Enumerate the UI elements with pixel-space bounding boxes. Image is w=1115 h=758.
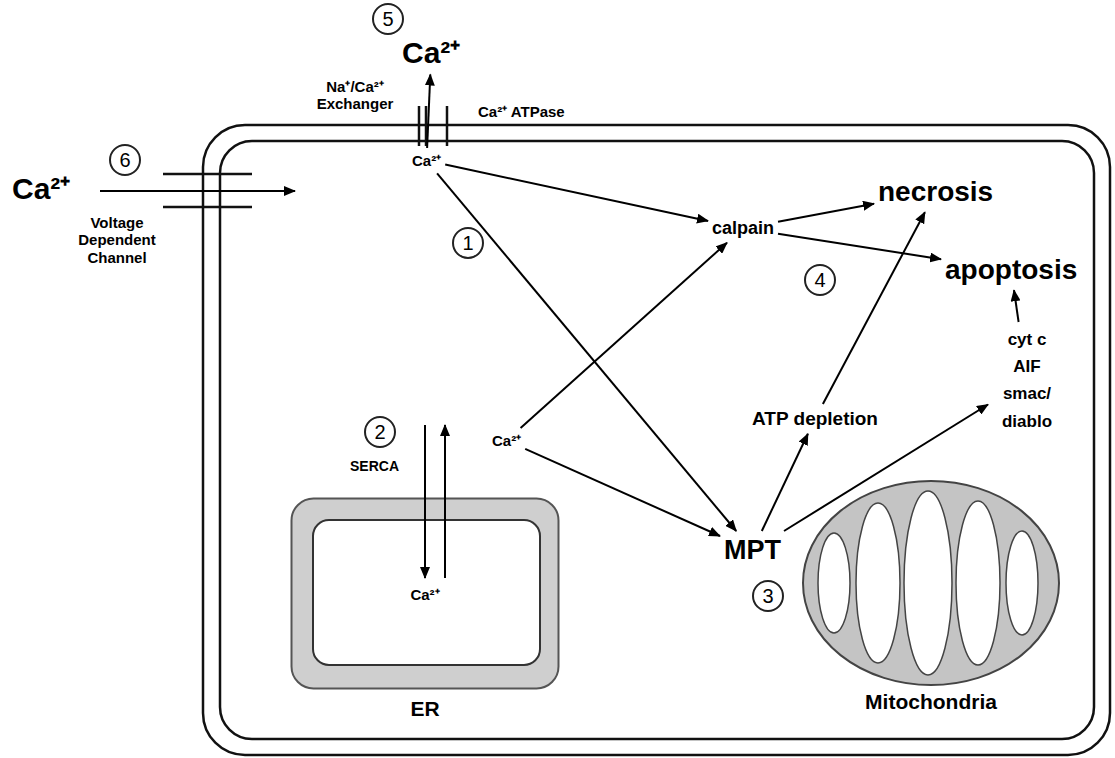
release-arrow bbox=[444, 425, 446, 578]
connector-arrow bbox=[823, 212, 925, 404]
enzyme-label: calpain bbox=[712, 218, 774, 239]
node-text: MPT bbox=[724, 535, 781, 566]
ion-label: Ca²⁺ bbox=[492, 432, 521, 449]
node-text: ER bbox=[410, 697, 439, 721]
pump-label: SERCA bbox=[350, 458, 399, 474]
node-text: calpain bbox=[712, 218, 774, 239]
connector-arrow bbox=[1014, 290, 1019, 322]
crista bbox=[904, 491, 952, 675]
channel-line bbox=[163, 206, 252, 209]
cell-inner-membrane bbox=[220, 141, 1094, 739]
node-text: Ca²⁺ bbox=[402, 36, 460, 71]
label-holder: Voltage Dependent Channel bbox=[62, 214, 172, 266]
crista bbox=[818, 533, 850, 633]
node-text: Ca²⁺ bbox=[410, 585, 439, 605]
factor-list: cyt c AIF smac/ diablo bbox=[992, 326, 1062, 435]
exchanger-line bbox=[418, 106, 421, 146]
ion-label: Ca²⁺ bbox=[402, 36, 460, 71]
process-label: MPT bbox=[724, 535, 781, 566]
crista bbox=[856, 503, 900, 663]
connector-arrow bbox=[778, 204, 874, 222]
mitochondrion: Mitochondria bbox=[800, 478, 1062, 718]
callout-number: 6 bbox=[119, 150, 130, 170]
channel-line bbox=[163, 173, 252, 176]
node-text: ATP depletion bbox=[752, 408, 878, 430]
outcome-label: apoptosis bbox=[945, 254, 1077, 286]
connector-arrow bbox=[762, 434, 808, 531]
er-lumen bbox=[313, 520, 540, 665]
node-text: Ca²⁺ bbox=[412, 152, 441, 169]
label-holder: Na⁺/Ca²⁺ Exchanger bbox=[300, 78, 410, 113]
callout-number: 2 bbox=[374, 422, 385, 442]
crista bbox=[956, 501, 1000, 665]
callout-circle: 1 bbox=[452, 227, 484, 259]
connector-arrow bbox=[427, 75, 430, 149]
transporter-label: Ca²⁺ ATPase bbox=[478, 103, 565, 120]
mitochondrion-outline bbox=[800, 478, 1062, 688]
influx-arrow bbox=[100, 190, 295, 192]
process-label: ATP depletion bbox=[752, 408, 878, 430]
outer-membrane bbox=[803, 481, 1059, 685]
node-text: necrosis bbox=[878, 176, 993, 208]
callout-circle: 2 bbox=[364, 416, 396, 448]
connector-arrow bbox=[778, 234, 941, 259]
callout-circle: 3 bbox=[752, 580, 784, 612]
callout-circle: 5 bbox=[372, 3, 404, 35]
label-holder: Ca²⁺ ATPase bbox=[478, 103, 565, 120]
callout-number: 5 bbox=[382, 9, 393, 29]
serca-arrow bbox=[424, 425, 426, 578]
callout-number: 3 bbox=[762, 586, 773, 606]
node-text: cyt c AIF smac/ diablo bbox=[992, 326, 1062, 435]
atpase-line bbox=[446, 106, 449, 146]
ion-label: Ca²⁺ bbox=[12, 172, 70, 207]
callout-circle: 4 bbox=[804, 264, 836, 296]
label-holder: SERCA bbox=[350, 458, 399, 474]
connector-arrow bbox=[521, 243, 727, 428]
cell-outer-membrane bbox=[203, 125, 1110, 755]
callout-number: 1 bbox=[462, 233, 473, 253]
ion-label: Ca²⁺ bbox=[412, 152, 441, 169]
label-holder: Ca²⁺ bbox=[12, 172, 70, 207]
callout-number: 4 bbox=[814, 270, 825, 290]
node-text: apoptosis bbox=[945, 254, 1077, 286]
node-text: Mitochondria bbox=[865, 690, 997, 714]
callout-circle: 6 bbox=[109, 144, 141, 176]
outcome-label: necrosis bbox=[878, 176, 993, 208]
transporter-label: Na⁺/Ca²⁺ Exchanger bbox=[300, 78, 410, 113]
node-text: Ca²⁺ bbox=[492, 432, 521, 449]
channel-label: Voltage Dependent Channel bbox=[62, 214, 172, 266]
connector-arrow bbox=[445, 165, 708, 221]
crista bbox=[1006, 531, 1038, 635]
